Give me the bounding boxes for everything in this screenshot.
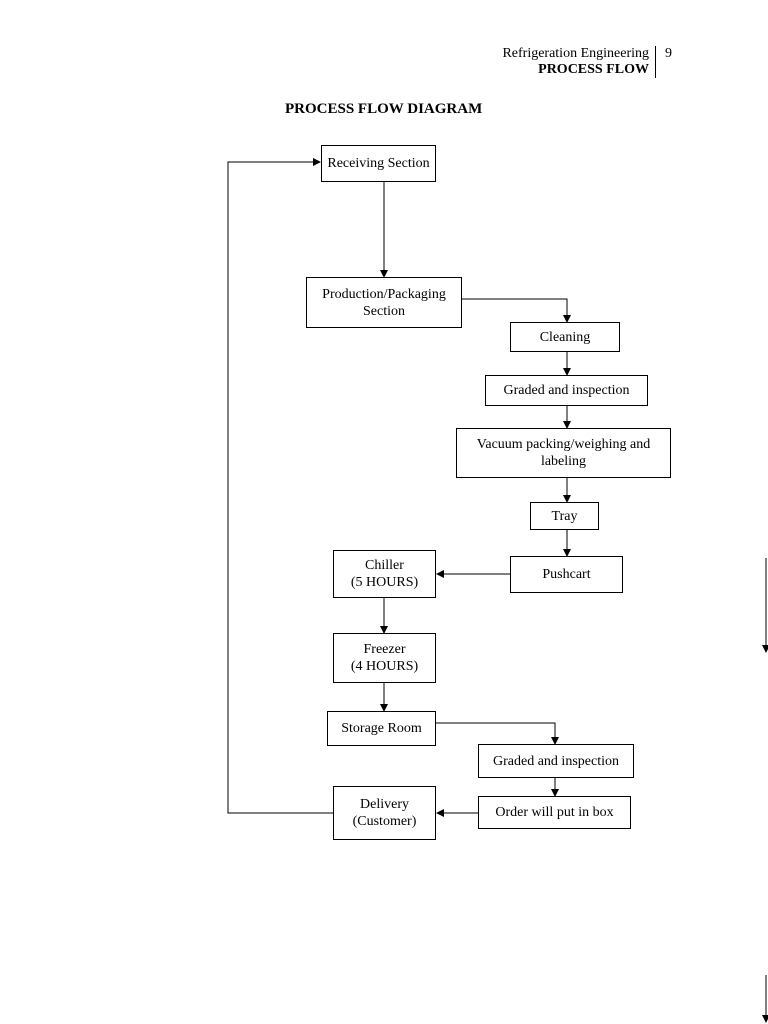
node-freezer: Freezer (4 HOURS): [333, 633, 436, 683]
node-production-packaging: Production/Packaging Section: [306, 277, 462, 328]
header-section: PROCESS FLOW: [538, 62, 649, 77]
node-receiving-section: Receiving Section: [321, 145, 436, 182]
arrow-storage-to-graded: [436, 722, 559, 745]
page-number: 9: [665, 46, 672, 61]
header-subject: Refrigeration Engineering: [502, 46, 649, 61]
arrow-delivery-to-receiving: [227, 158, 333, 814]
node-pushcart: Pushcart: [510, 556, 623, 593]
node-storage-room: Storage Room: [327, 711, 436, 746]
diagram-title: PROCESS FLOW DIAGRAM: [285, 101, 483, 117]
node-cleaning: Cleaning: [510, 322, 620, 352]
node-order-in-box: Order will put in box: [478, 796, 631, 829]
page-header: Refrigeration Engineering PROCESS FLOW: [502, 46, 656, 78]
arrow-production-to-cleaning: [462, 298, 571, 323]
node-tray: Tray: [530, 502, 599, 530]
node-graded-inspection-2: Graded and inspection: [478, 744, 634, 778]
node-delivery-customer: Delivery (Customer): [333, 786, 436, 840]
node-vacuum-packing: Vacuum packing/weighing and labeling: [456, 428, 671, 478]
node-graded-inspection-1: Graded and inspection: [485, 375, 648, 406]
node-chiller: Chiller (5 HOURS): [333, 550, 436, 598]
